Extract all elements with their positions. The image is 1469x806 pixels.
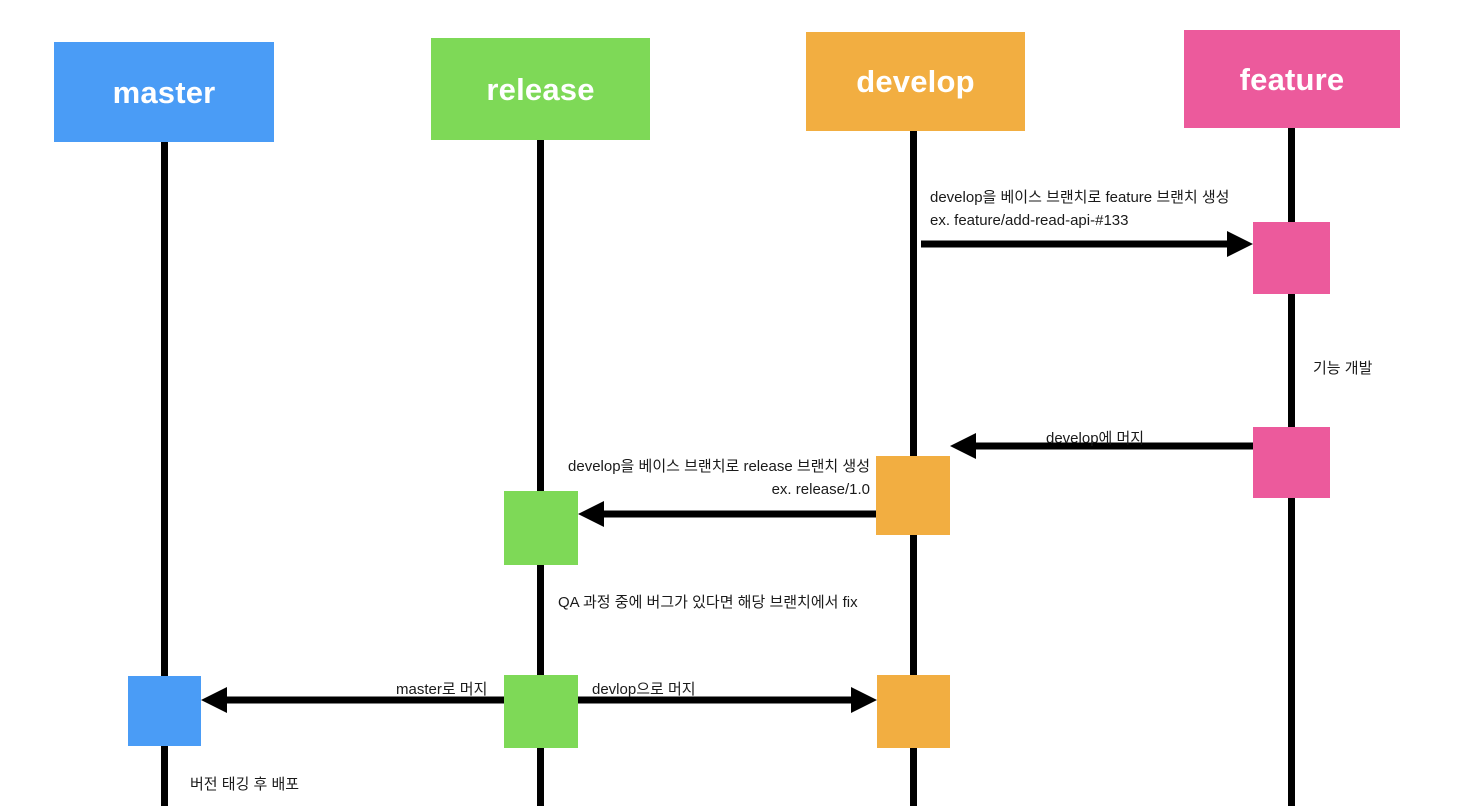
branch-header-label-develop: develop — [856, 64, 975, 99]
annotation-master-merge-note: master로 머지 — [396, 678, 487, 701]
branch-header-label-release: release — [486, 71, 595, 107]
branch-header-release[interactable]: release — [431, 38, 650, 140]
branch-header-feature[interactable]: feature — [1184, 30, 1400, 128]
annotation-line: develop을 베이스 브랜치로 feature 브랜치 생성 — [930, 189, 1230, 206]
branch-header-label-feature: feature — [1239, 61, 1345, 97]
annotation-release-create-note: develop을 베이스 브랜치로 release 브랜치 생성 ex. rele… — [556, 455, 870, 502]
commit-node-release-create[interactable] — [504, 491, 578, 565]
commit-node-master-release[interactable] — [128, 676, 201, 746]
arrow-develop-to-release — [578, 500, 876, 528]
arrow-release-to-master — [201, 686, 504, 714]
annotation-line: ex. release/1.0 — [771, 481, 870, 499]
lifeline-release — [537, 140, 544, 806]
annotation-line: 버전 태깅 후 배포 — [190, 776, 300, 793]
branch-header-master[interactable]: master — [54, 42, 274, 142]
commit-node-develop-merge-release[interactable] — [877, 675, 950, 748]
arrow-release-to-develop — [577, 686, 877, 714]
annotation-line: develop을 베이스 브랜치로 release 브랜치 생성 — [568, 458, 870, 475]
annotation-line: QA 과정 중에 버그가 있다면 해당 브랜치에서 fix — [558, 594, 858, 611]
annotation-deploy-note: 버전 태깅 후 배포 — [190, 773, 299, 796]
annotation-line: master로 머지 — [396, 681, 488, 698]
annotation-qa-fix-note: QA 과정 중에 버그가 있다면 해당 브랜치에서 fix — [558, 591, 858, 614]
annotation-feature-create-note: develop을 베이스 브랜치로 feature 브랜치 생성 ex. feat… — [930, 186, 1229, 233]
arrow-feature-to-develop — [950, 432, 1253, 460]
annotation-line: 기능 개발 — [1313, 360, 1373, 377]
branch-header-label-master: master — [112, 74, 216, 110]
annotation-line: develop에 머지 — [1046, 430, 1145, 447]
commit-node-develop-merge-feature[interactable] — [876, 456, 950, 535]
arrow-develop-to-feature — [921, 230, 1253, 258]
annotation-feature-develop-note: 기능 개발 — [1313, 357, 1372, 380]
annotation-line: devlop으로 머지 — [592, 681, 696, 698]
lifeline-master — [161, 142, 168, 806]
annotation-feature-merge-note: develop에 머지 — [1046, 427, 1144, 450]
annotation-line: ex. feature/add-read-api-#133 — [930, 212, 1129, 230]
commit-node-feature-create[interactable] — [1253, 222, 1330, 294]
branch-header-develop[interactable]: develop — [806, 32, 1025, 131]
annotation-develop-merge-back-note: devlop으로 머지 — [592, 678, 696, 701]
commit-node-feature-done[interactable] — [1253, 427, 1330, 498]
commit-node-release-final[interactable] — [504, 675, 578, 748]
